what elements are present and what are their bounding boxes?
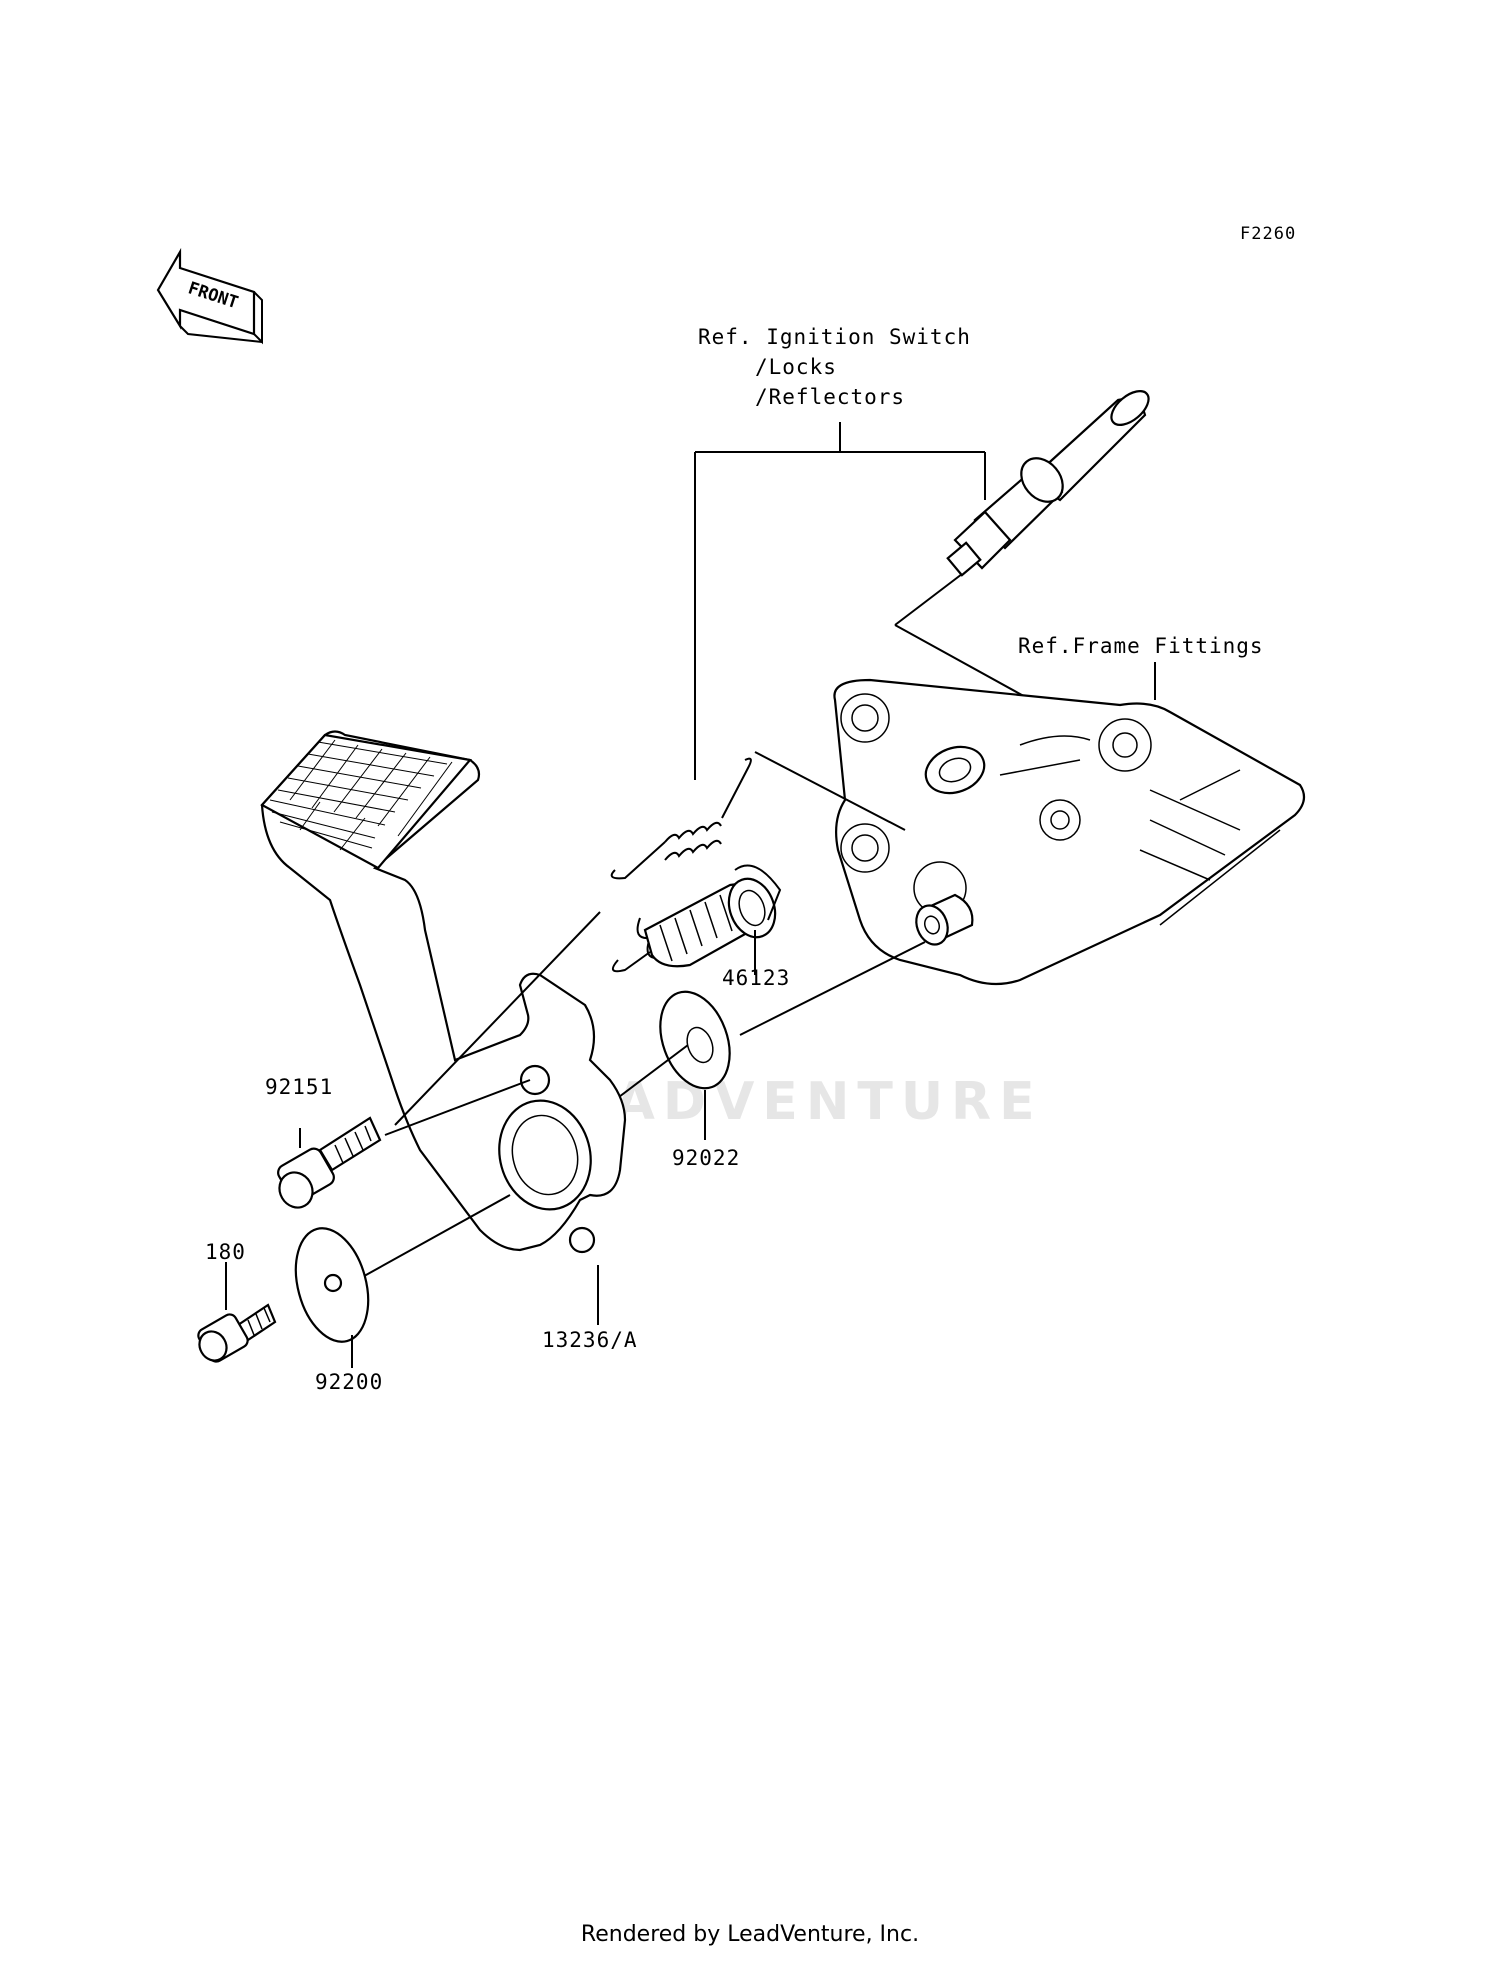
ignition-ref-line-1: Ref. Ignition Switch <box>698 325 971 349</box>
bolt-180 <box>197 1262 277 1363</box>
front-arrow-icon: FRONT <box>156 247 263 345</box>
washer-92022 <box>614 990 731 1140</box>
part-label-92200[interactable]: 92200 <box>315 1370 384 1394</box>
ignition-ref-leader <box>694 422 986 780</box>
part-label-92022[interactable]: 92022 <box>672 1146 741 1170</box>
frame-fitting-bracket <box>739 662 1306 1036</box>
part-label-180[interactable]: 180 <box>205 1240 246 1264</box>
ignition-ref-line-3: /Reflectors <box>755 385 906 409</box>
brake-light-switch <box>894 390 1150 706</box>
part-label-46123[interactable]: 46123 <box>722 966 791 990</box>
switch-spring <box>610 757 752 880</box>
footer-credit: Rendered by LeadVenture, Inc. <box>580 1922 920 1947</box>
return-spring <box>611 864 782 975</box>
tread-pattern <box>269 739 453 851</box>
part-label-92151[interactable]: 92151 <box>265 1075 334 1099</box>
brake-pedal <box>260 730 627 1325</box>
ignition-ref-line-2: /Locks <box>755 355 837 379</box>
washer-92200 <box>294 1227 370 1368</box>
figure-code: F2260 <box>1240 224 1297 244</box>
bolt-92151 <box>277 1116 382 1209</box>
frame-ref-label: Ref.Frame Fittings <box>1018 634 1264 658</box>
part-label-13236a[interactable]: 13236/A <box>542 1328 638 1352</box>
